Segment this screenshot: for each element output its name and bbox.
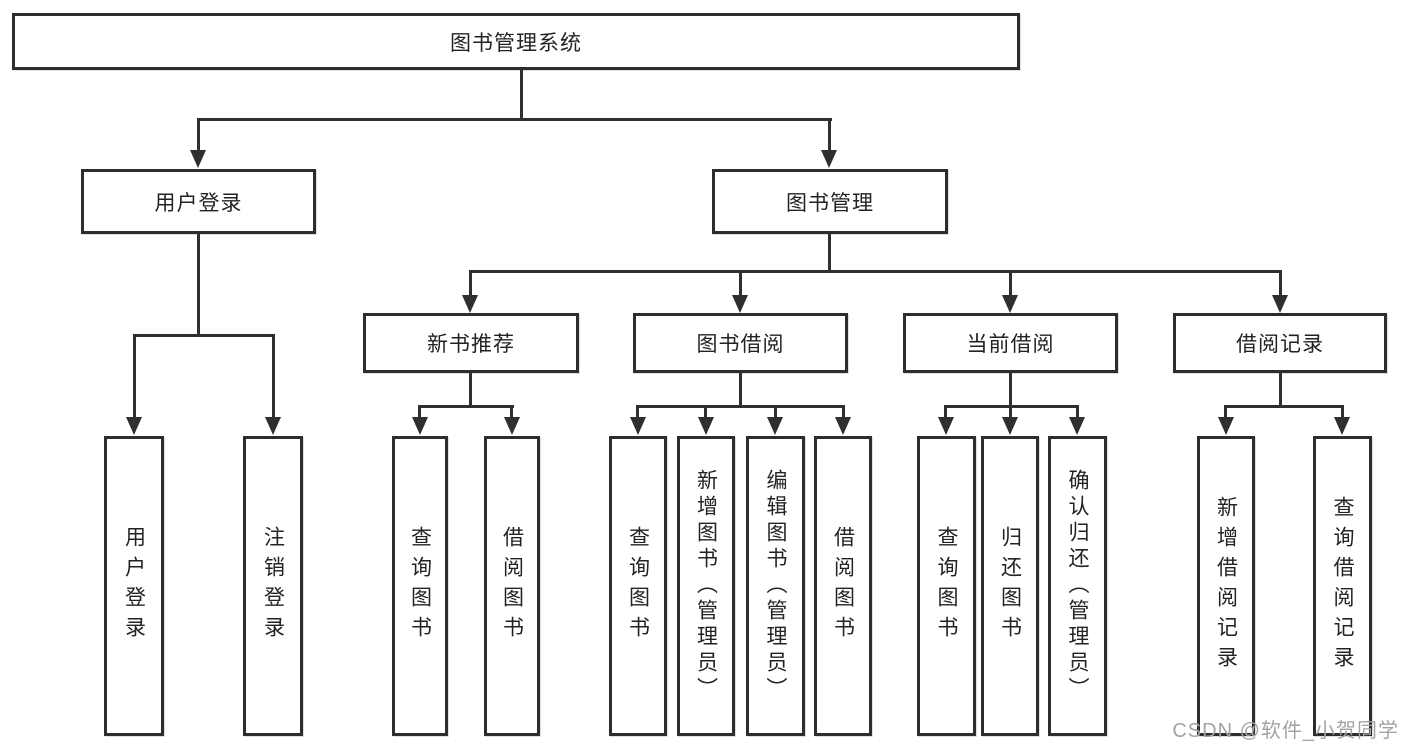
node-label: 归还图书 bbox=[998, 526, 1022, 646]
leaf-edit-book-admin: 编辑图书（管理员） bbox=[746, 436, 805, 736]
node-label: 图书借阅 bbox=[696, 333, 785, 356]
node-label: 查询图书 bbox=[626, 526, 650, 646]
arrowhead-down-icon bbox=[190, 150, 206, 168]
leaf-add-borrow-record: 新增借阅记录 bbox=[1197, 436, 1255, 736]
leaf-query-books-recommend: 查询图书 bbox=[392, 436, 448, 736]
connector-borrowing-branch bbox=[636, 405, 845, 408]
connector-drop-leaf bbox=[842, 405, 845, 419]
arrowhead-down-icon bbox=[821, 150, 837, 168]
connector-user-login-stem bbox=[197, 234, 200, 336]
arrowhead-down-icon bbox=[1272, 295, 1288, 313]
arrowhead-down-icon bbox=[732, 295, 748, 313]
node-label: 当前借阅 bbox=[966, 333, 1055, 356]
node-label: 新增借阅记录 bbox=[1214, 496, 1238, 676]
connector-root-branch bbox=[197, 118, 832, 121]
arrowhead-down-icon bbox=[1002, 417, 1018, 435]
node-library-management-system: 图书管理系统 bbox=[12, 13, 1020, 70]
connector-drop-leaf bbox=[1224, 405, 1227, 419]
leaf-add-book-admin: 新增图书（管理员） bbox=[677, 436, 735, 736]
connector-drop-leaf bbox=[133, 334, 136, 418]
connector-drop-level2 bbox=[739, 270, 742, 297]
node-label: 用户登录 bbox=[154, 191, 243, 215]
connector-drop-leaf bbox=[774, 405, 777, 419]
connector-records-branch bbox=[1224, 405, 1344, 408]
connector-new-book-branch bbox=[418, 405, 514, 408]
node-borrowing-records: 借阅记录 bbox=[1173, 313, 1387, 373]
arrowhead-down-icon bbox=[265, 417, 281, 435]
node-label: 用户登录 bbox=[122, 526, 146, 646]
connector-book-mgmt-branch bbox=[469, 270, 1282, 273]
node-new-book-recommend: 新书推荐 bbox=[363, 313, 579, 373]
connector-drop-leaf bbox=[636, 405, 639, 419]
node-user-login: 用户登录 bbox=[81, 169, 316, 234]
arrowhead-down-icon bbox=[767, 417, 783, 435]
node-label: 新书推荐 bbox=[427, 333, 515, 356]
connector-drop-leaf bbox=[1076, 405, 1079, 419]
connector-new-book-stem bbox=[469, 373, 472, 408]
leaf-query-books-current: 查询图书 bbox=[917, 436, 976, 736]
leaf-query-borrow-record: 查询借阅记录 bbox=[1313, 436, 1372, 736]
leaf-borrow-books-recommend: 借阅图书 bbox=[484, 436, 540, 736]
node-label: 借阅记录 bbox=[1236, 333, 1324, 356]
leaf-logout: 注销登录 bbox=[243, 436, 303, 736]
connector-current-stem bbox=[1009, 373, 1012, 408]
leaf-confirm-return-admin: 确认归还（管理员） bbox=[1048, 436, 1107, 736]
arrowhead-down-icon bbox=[1002, 295, 1018, 313]
leaf-return-book: 归还图书 bbox=[981, 436, 1039, 736]
arrowhead-down-icon bbox=[698, 417, 714, 435]
connector-book-mgmt-stem bbox=[828, 234, 831, 273]
leaf-user-login: 用户登录 bbox=[104, 436, 164, 736]
connector-drop-leaf bbox=[1009, 405, 1012, 419]
arrowhead-down-icon bbox=[412, 417, 428, 435]
connector-drop-level2 bbox=[469, 270, 472, 297]
connector-root-stem bbox=[520, 70, 523, 120]
connector-user-login-branch bbox=[133, 334, 275, 337]
node-label: 查询图书 bbox=[408, 526, 432, 646]
arrowhead-down-icon bbox=[630, 417, 646, 435]
arrowhead-down-icon bbox=[938, 417, 954, 435]
arrowhead-down-icon bbox=[462, 295, 478, 313]
arrowhead-down-icon bbox=[504, 417, 520, 435]
node-label: 查询图书 bbox=[935, 526, 958, 646]
connector-drop-user-login bbox=[197, 118, 200, 152]
node-current-borrowing: 当前借阅 bbox=[903, 313, 1118, 373]
connector-records-stem bbox=[1279, 373, 1282, 408]
connector-drop-leaf bbox=[944, 405, 947, 419]
connector-drop-leaf bbox=[418, 405, 421, 419]
node-label: 图书管理 bbox=[786, 191, 874, 215]
arrowhead-down-icon bbox=[1218, 417, 1234, 435]
leaf-borrow-books: 借阅图书 bbox=[814, 436, 872, 736]
node-label: 注销登录 bbox=[261, 526, 285, 646]
arrowhead-down-icon bbox=[126, 417, 142, 435]
node-book-borrowing: 图书借阅 bbox=[633, 313, 848, 373]
node-label: 借阅图书 bbox=[831, 526, 855, 646]
connector-drop-book-mgmt bbox=[828, 118, 831, 152]
node-book-management: 图书管理 bbox=[712, 169, 948, 234]
node-label: 确认归还（管理员） bbox=[1066, 469, 1089, 703]
connector-borrowing-stem bbox=[739, 373, 742, 408]
node-label: 编辑图书（管理员） bbox=[764, 469, 787, 703]
arrowhead-down-icon bbox=[1334, 417, 1350, 435]
node-label: 查询借阅记录 bbox=[1331, 496, 1354, 676]
node-label: 图书管理系统 bbox=[450, 31, 582, 55]
csdn-watermark: CSDN @软件_小贺同学 bbox=[1172, 720, 1399, 742]
connector-drop-leaf bbox=[1341, 405, 1344, 419]
connector-drop-level2 bbox=[1009, 270, 1012, 297]
connector-drop-leaf bbox=[272, 334, 275, 418]
connector-drop-level2 bbox=[1279, 270, 1282, 297]
node-label: 新增图书（管理员） bbox=[694, 469, 718, 703]
connector-drop-leaf bbox=[510, 405, 513, 419]
node-label: 借阅图书 bbox=[500, 526, 524, 646]
arrowhead-down-icon bbox=[835, 417, 851, 435]
leaf-query-books-borrowing: 查询图书 bbox=[609, 436, 667, 736]
arrowhead-down-icon bbox=[1069, 417, 1085, 435]
connector-drop-leaf bbox=[704, 405, 707, 419]
